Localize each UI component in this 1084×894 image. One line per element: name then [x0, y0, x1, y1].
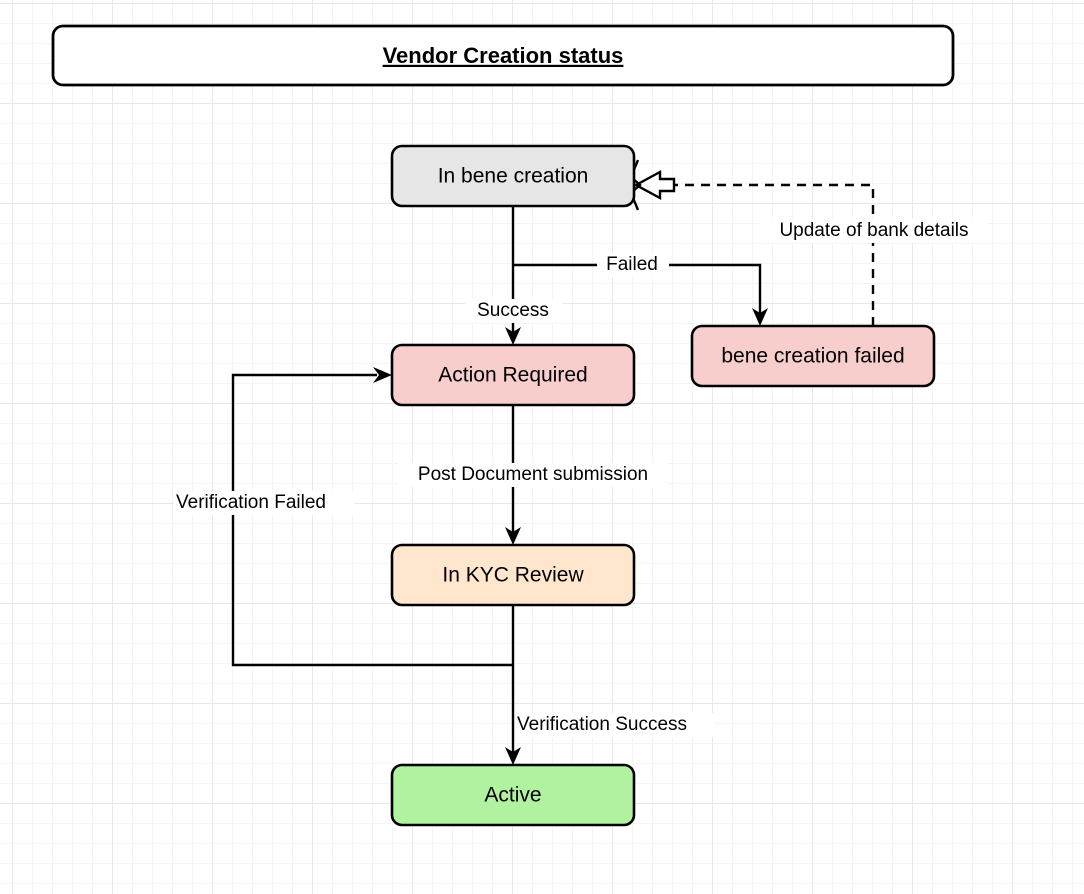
edge-verification-failed-label-bg — [174, 491, 354, 515]
edge-verification-success-label-bg — [518, 713, 714, 737]
edge-success-label-bg — [465, 299, 562, 323]
edge-verification-failed-line — [231, 373, 513, 667]
edge-update-of-bank-details-label: Update of bank details — [779, 220, 968, 241]
node-in-bene-creation-label: In bene creation — [438, 165, 589, 188]
node-active-label: Active — [484, 784, 541, 807]
edge-update-of-bank-details-label-bg — [760, 219, 988, 243]
edge-failed-line — [513, 263, 762, 318]
edge-post-document-submission-arrowhead — [505, 527, 521, 545]
node-active[interactable]: Active — [390, 763, 636, 827]
edge-post-document-submission-label: Post Document submission — [418, 464, 648, 485]
edge-post-document-submission: Post Document submission — [398, 405, 668, 545]
edge-verification-success: Verification Success — [505, 605, 714, 765]
edge-verification-success-label: Verification Success — [517, 714, 687, 735]
edge-update-of-bank-details: Update of bank details — [629, 159, 988, 326]
edge-post-document-submission-label-bg — [398, 463, 668, 487]
node-bene-creation-failed[interactable]: bene creation failed — [690, 324, 936, 388]
title-box-rect — [51, 24, 955, 87]
edge-failed: Failed — [513, 253, 768, 326]
edge-success-arrowhead — [505, 327, 521, 345]
edge-verification-failed-arrowhead — [373, 367, 392, 383]
page-title: Vendor Creation status — [383, 43, 624, 68]
edge-success-label: Success — [477, 300, 549, 321]
node-active-rect[interactable] — [390, 763, 636, 827]
edge-failed-label-bg — [597, 253, 669, 277]
edge-verification-success-arrowhead — [505, 747, 521, 765]
edge-failed-arrowhead — [752, 308, 768, 326]
node-in-kyc-review-rect[interactable] — [390, 543, 636, 607]
node-bene-creation-failed-label: bene creation failed — [721, 345, 904, 368]
edge-verification-failed: Verification Failed — [174, 367, 513, 667]
node-bene-creation-failed-rect[interactable] — [690, 324, 936, 388]
node-in-bene-creation-rect[interactable] — [390, 144, 636, 208]
edge-failed-label: Failed — [606, 254, 658, 275]
edge-update-of-bank-details-arrowhead — [633, 169, 676, 201]
node-action-required-rect[interactable] — [390, 343, 636, 407]
edge-update-of-bank-details-line — [672, 183, 875, 326]
node-in-kyc-review-label: In KYC Review — [442, 564, 584, 587]
node-action-required-label: Action Required — [438, 364, 587, 387]
node-in-bene-creation[interactable]: In bene creation — [390, 144, 636, 208]
node-in-kyc-review[interactable]: In KYC Review — [390, 543, 636, 607]
node-action-required[interactable]: Action Required — [390, 343, 636, 407]
edge-verification-failed-label: Verification Failed — [176, 492, 326, 513]
title-box: Vendor Creation status — [51, 24, 955, 87]
edge-success: Success — [465, 206, 562, 345]
